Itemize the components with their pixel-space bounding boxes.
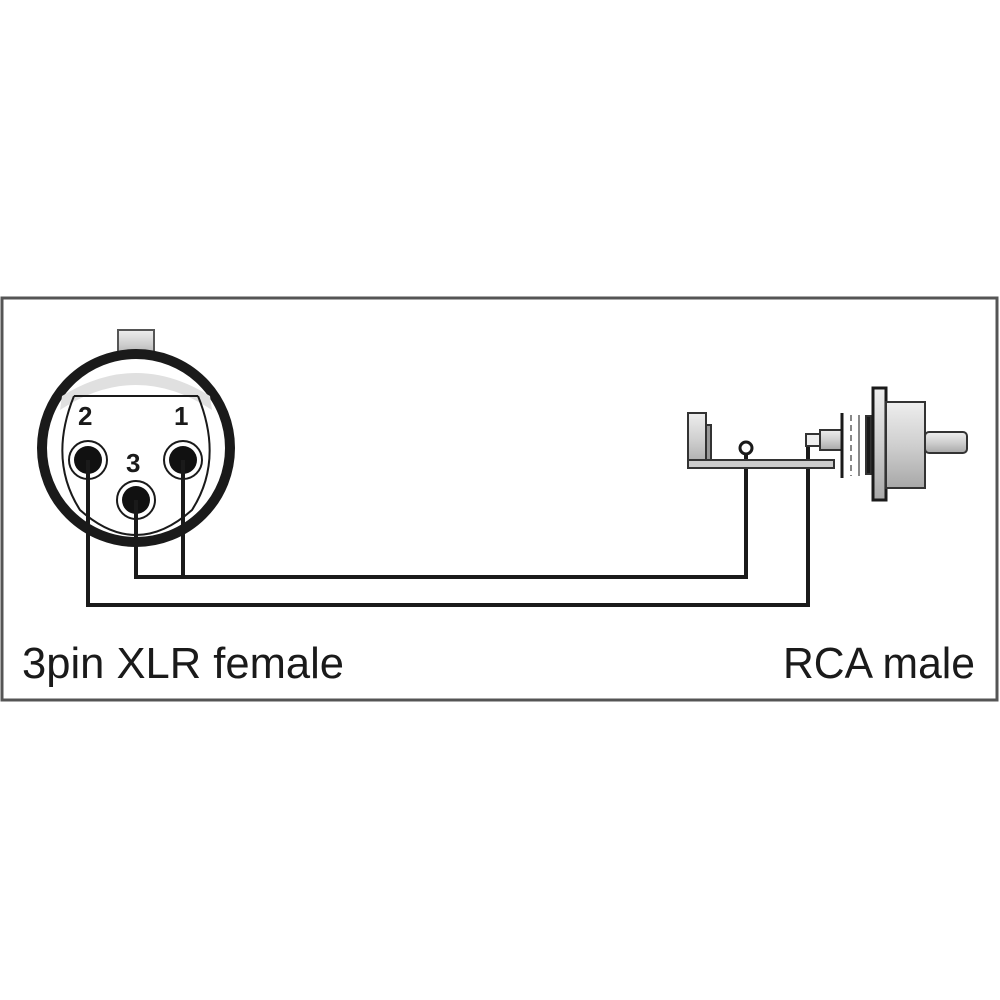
xlr-female-label: 3pin XLR female [22, 639, 344, 688]
wire-pin2-to-rca-sleeve [86, 440, 810, 607]
pin-label-1: 1 [174, 401, 188, 431]
pin-label-3: 3 [126, 448, 140, 478]
pin-label-2: 2 [78, 401, 92, 431]
rca-male-label: RCA male [783, 639, 975, 688]
rca-male-connector [687, 386, 968, 502]
wire-pin3-pin1-to-rca-tip [134, 454, 748, 579]
